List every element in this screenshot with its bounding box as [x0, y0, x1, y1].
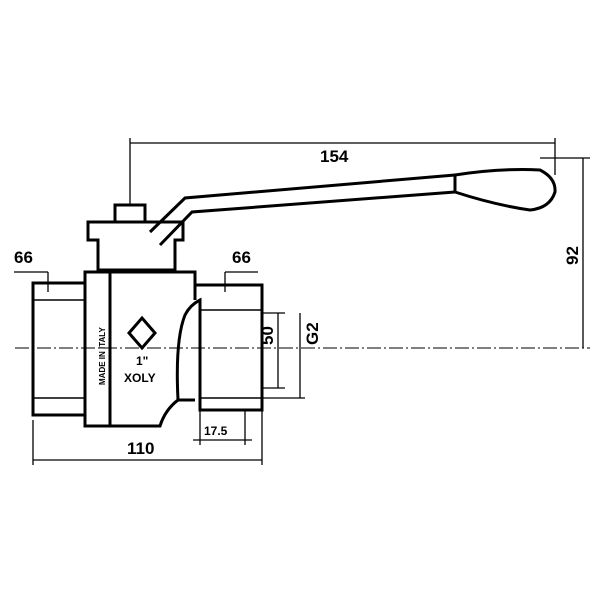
dim-17-5-label: 17.5: [204, 424, 228, 438]
valve-body: [31, 168, 557, 428]
left-hex-nut: [31, 281, 87, 417]
dim-g2-label: G2: [303, 322, 322, 345]
dim-92-label: 92: [563, 246, 582, 265]
handle-grip: [453, 168, 557, 212]
dim-110-label: 110: [127, 439, 154, 458]
marking-size: 1": [136, 354, 148, 368]
marking-brand: XOLY: [124, 371, 156, 385]
dim-66-right-label: 66: [232, 248, 251, 267]
brand-logo-icon: [127, 315, 157, 351]
handle-lever-bottom: [158, 190, 456, 247]
dim-66-left-label: 66: [14, 248, 33, 267]
dim-154-label: 154: [320, 147, 349, 166]
handle-lever-top: [148, 173, 456, 234]
stem-block: [86, 220, 185, 272]
marking-origin: MADE IN ITALY: [98, 327, 107, 385]
dim-50-label: 50: [258, 326, 277, 345]
dimension-lines: [14, 138, 590, 465]
stem-nut: [113, 203, 147, 222]
